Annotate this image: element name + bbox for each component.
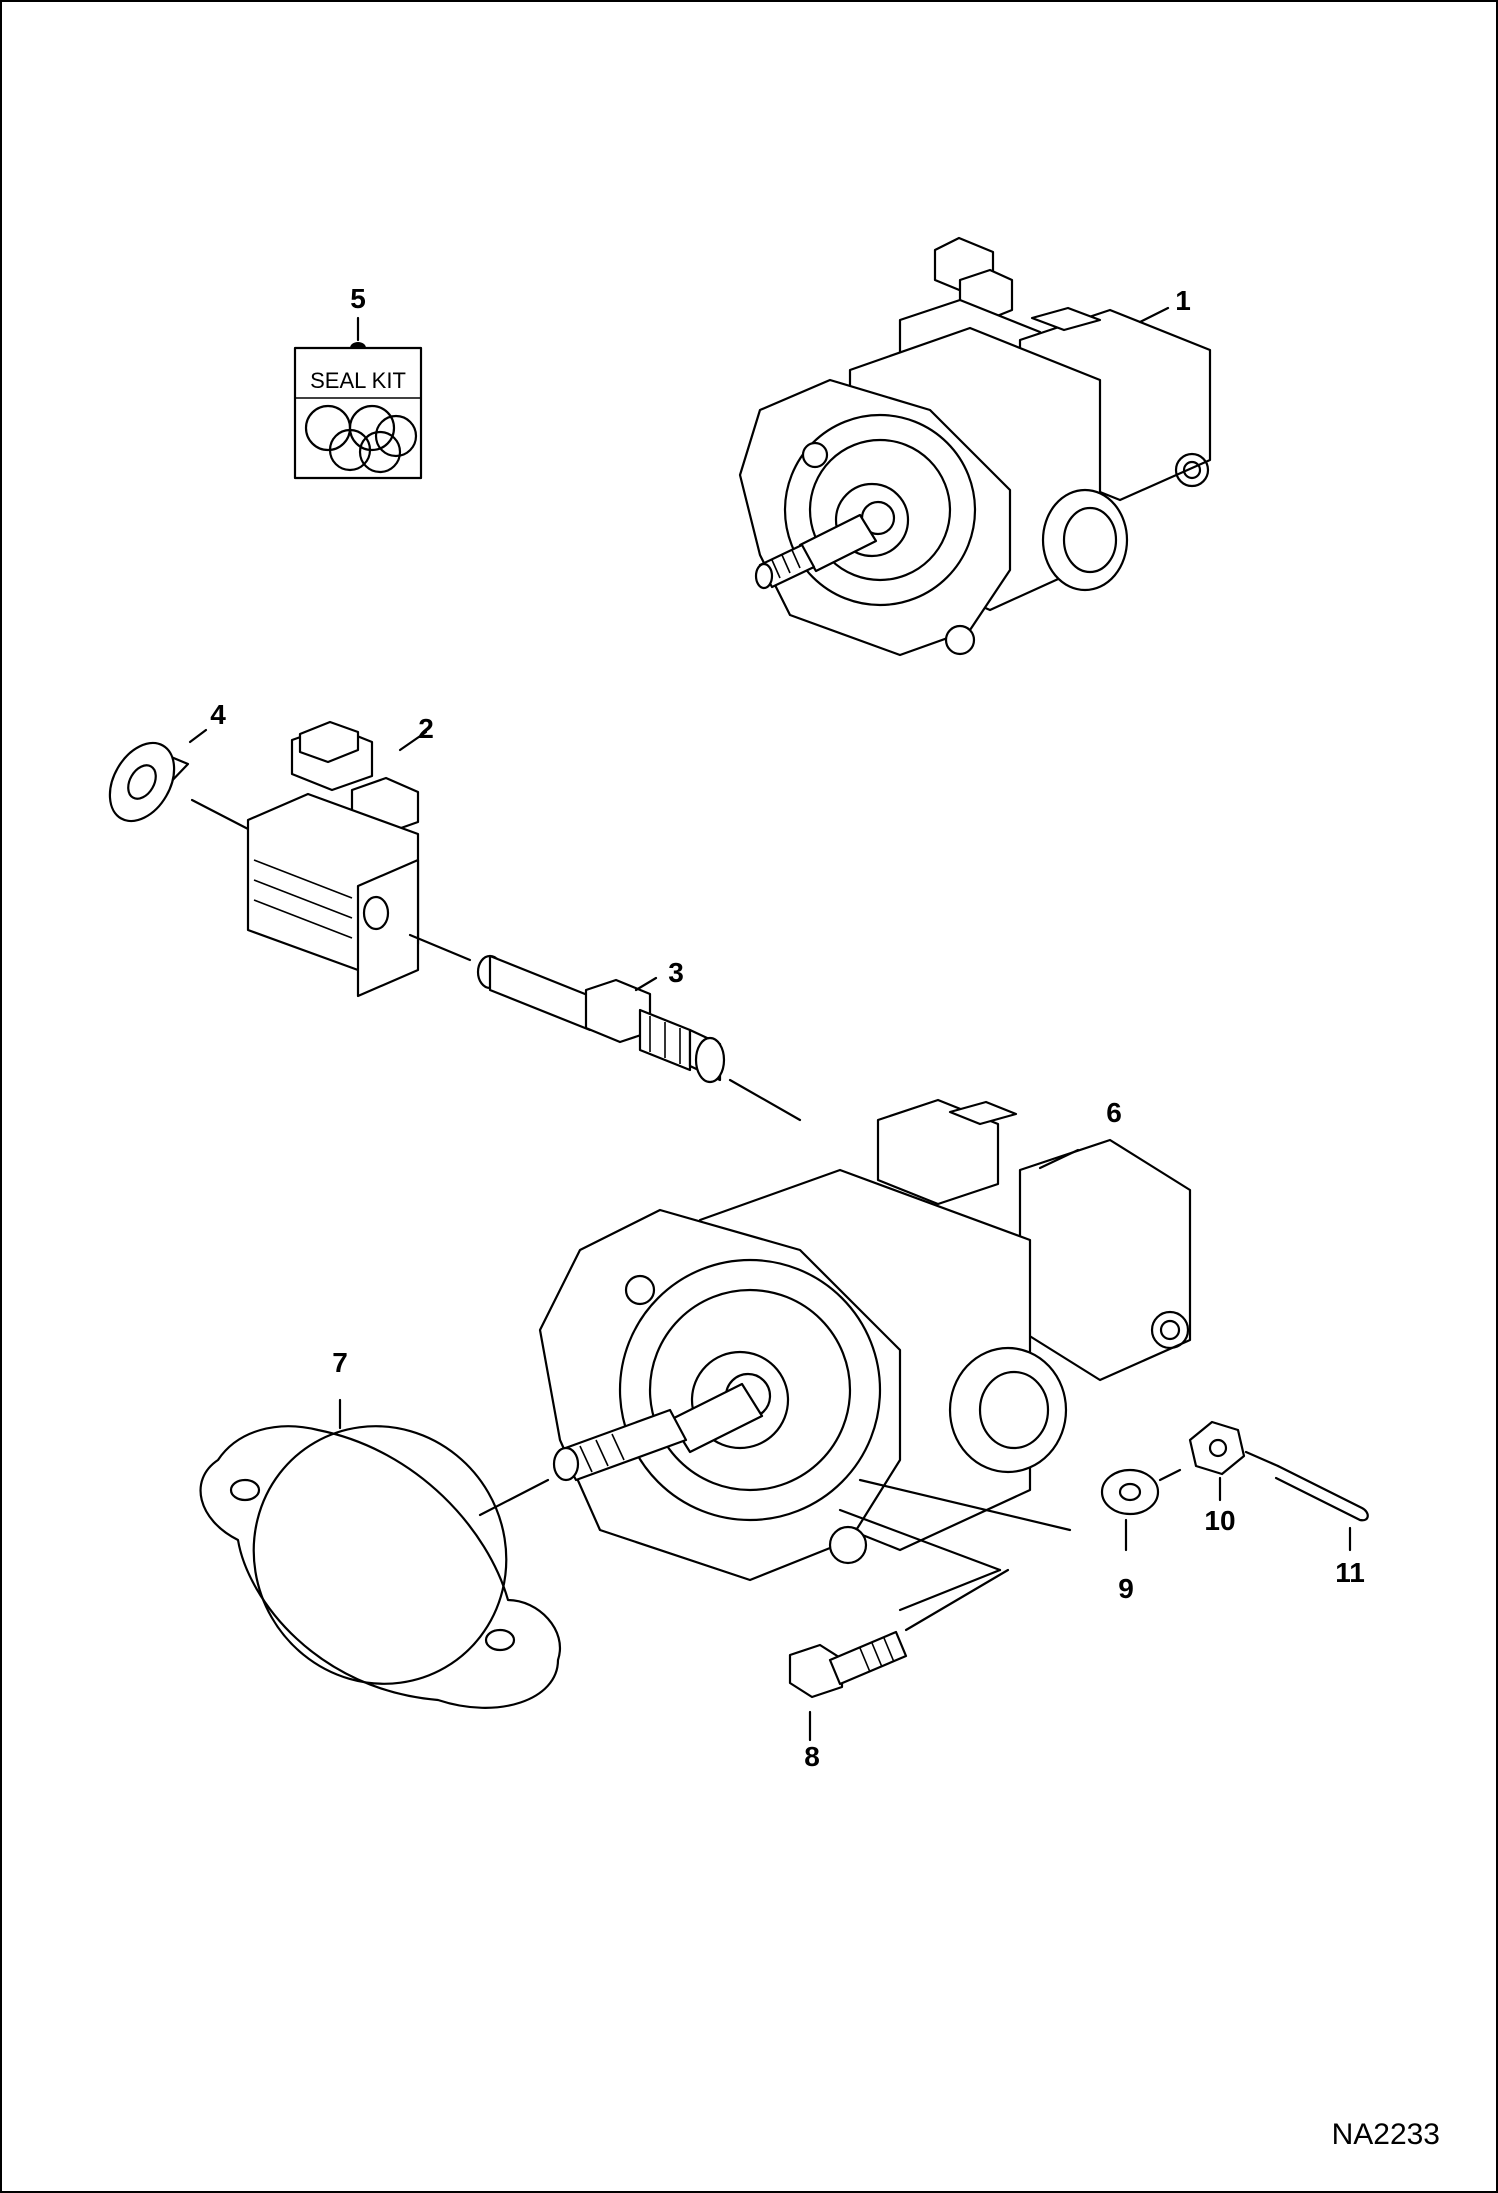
pump-body-6 bbox=[538, 1098, 1192, 1612]
callout-3: 3 bbox=[668, 957, 684, 988]
seal-ring-4 bbox=[108, 728, 252, 832]
castle-nut-10 bbox=[1188, 1420, 1280, 1502]
callout-11: 11 bbox=[1335, 1557, 1365, 1588]
callout-6: 6 bbox=[1106, 1097, 1122, 1128]
callout-9: 9 bbox=[1118, 1573, 1134, 1604]
callout-1: 1 bbox=[1175, 285, 1191, 316]
figure-code: NA2233 bbox=[1332, 2118, 1440, 2151]
callout-10: 10 bbox=[1204, 1505, 1235, 1536]
washer-9 bbox=[1100, 1468, 1182, 1552]
callout-7: 7 bbox=[332, 1347, 348, 1378]
solenoid-coil-2 bbox=[246, 720, 472, 998]
callout-8: 8 bbox=[804, 1741, 820, 1772]
bolt-8 bbox=[788, 1568, 1010, 1742]
seal-kit-5: SEAL KIT bbox=[293, 316, 423, 480]
cartridge-valve-3 bbox=[476, 954, 802, 1122]
seal-kit-label: SEAL KIT bbox=[310, 368, 406, 393]
gasket-7 bbox=[199, 1398, 561, 1709]
cotter-pin-11 bbox=[1274, 1464, 1369, 1552]
callout-4: 4 bbox=[210, 699, 226, 730]
pump-assembly-1 bbox=[738, 236, 1212, 657]
callout-5: 5 bbox=[350, 283, 366, 314]
callout-2: 2 bbox=[418, 713, 434, 744]
